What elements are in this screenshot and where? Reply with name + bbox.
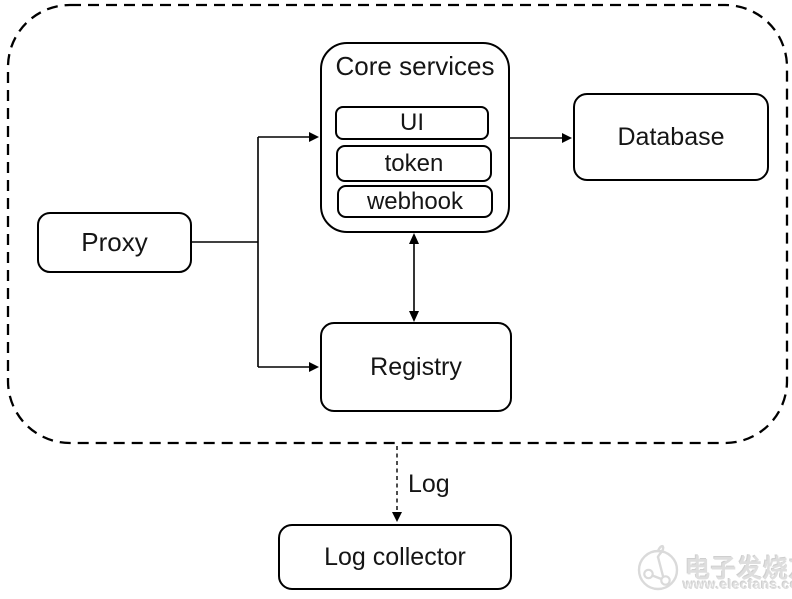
node-token: token [336,145,492,182]
watermark-title: 电子发烧友 [685,555,792,583]
node-webhook-label: webhook [366,187,464,215]
watermark: 电子发烧友 www.elecfans.com [636,541,792,599]
node-core-services-label: Core services [335,51,495,81]
arrowhead-down-registry [409,311,419,322]
elecfans-logo-icon [637,544,679,591]
node-ui: UI [335,106,489,140]
arrowhead-into-registry [309,362,319,372]
system-boundary [6,3,789,445]
node-proxy-label: Proxy [81,227,148,257]
watermark-url: www.elecfans.com [683,577,792,592]
node-log-collector: Log collector [278,524,512,590]
node-log-collector-label: Log collector [324,542,466,571]
node-registry: Registry [320,322,512,412]
arrowhead-into-logcollector [392,512,402,522]
node-database: Database [573,93,769,181]
node-webhook: webhook [337,185,493,218]
node-proxy: Proxy [37,212,192,273]
edge-label-log: Log [408,470,450,498]
arrowhead-into-core [309,132,319,142]
node-ui-label: UI [400,109,424,136]
arrowhead-into-database [562,133,572,143]
edge-proxy-trunk [192,137,259,367]
node-token-label: token [384,149,444,177]
node-database-label: Database [617,122,725,151]
node-registry-label: Registry [370,352,462,381]
arrowhead-up-core [409,233,419,244]
